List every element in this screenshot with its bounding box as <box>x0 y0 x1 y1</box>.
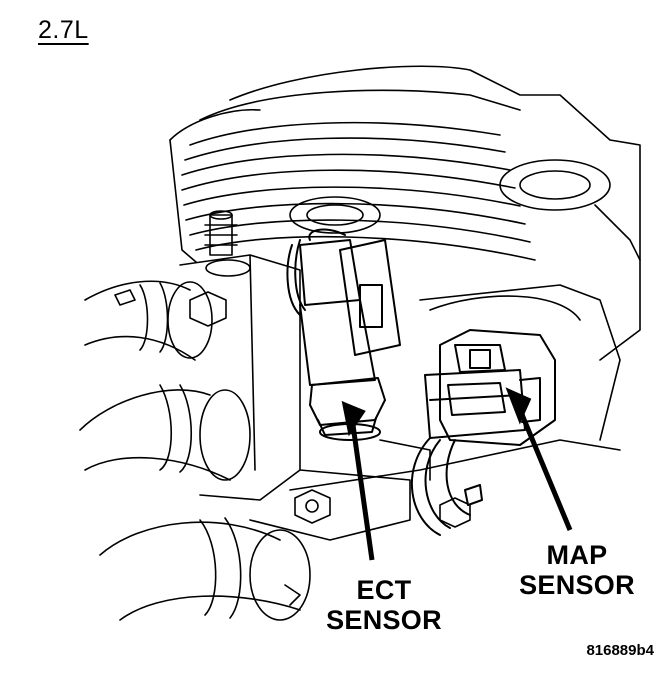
ect-label-line-2: SENSOR <box>326 605 442 635</box>
map-leader-arrow <box>505 387 532 425</box>
ect-sensor-assembly <box>286 228 401 441</box>
map-sensor-assembly <box>410 329 556 536</box>
map-label-line-2: SENSOR <box>519 570 635 600</box>
ect-leader-line <box>349 417 375 561</box>
map-sensor-label: MAP SENSOR <box>512 540 642 600</box>
map-label-line-1: MAP <box>546 540 608 570</box>
ect-label-line-1: ECT <box>356 575 412 605</box>
thermostat-housing <box>179 210 621 541</box>
intake-manifold <box>169 65 641 361</box>
figure-id: 816889b4 <box>586 642 654 659</box>
ect-sensor-label: ECT SENSOR <box>322 575 446 635</box>
map-leader-line <box>515 404 573 531</box>
ect-leader-arrow <box>341 400 366 437</box>
callout-leaders <box>341 387 573 561</box>
coolant-hoses <box>79 280 311 621</box>
engine-label: 2.7L <box>38 16 89 44</box>
